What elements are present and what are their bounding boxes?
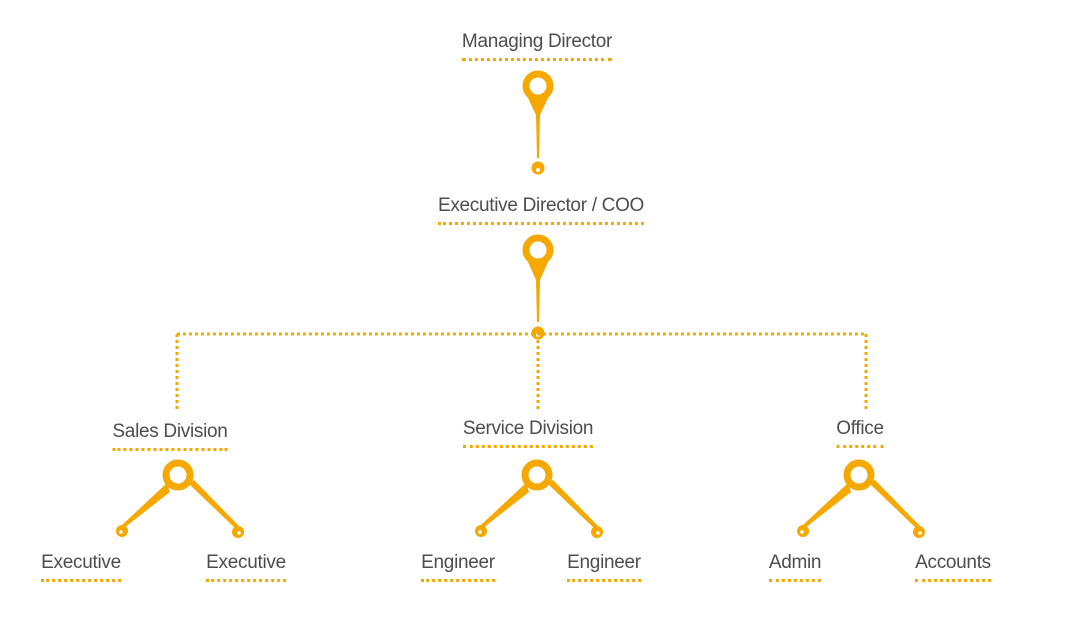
- node-service-division: Service Division: [462, 418, 593, 448]
- node-engineer-1: Engineer: [421, 552, 495, 582]
- node-executive-director-coo: Executive Director / COO: [437, 195, 644, 225]
- connector-lines: [175, 332, 868, 410]
- node-sales-executive-1: Executive: [41, 552, 121, 582]
- node-office: Office: [836, 418, 884, 448]
- node-accounts: Accounts: [915, 552, 991, 582]
- node-sales-executive-2: Executive: [206, 552, 286, 582]
- node-managing-director: Managing Director: [461, 31, 612, 61]
- node-engineer-2: Engineer: [567, 552, 641, 582]
- branch-icon: [797, 459, 925, 538]
- pin-icon: [522, 234, 554, 340]
- node-sales-division: Sales Division: [112, 421, 228, 451]
- node-admin: Admin: [768, 552, 821, 582]
- branch-icon: [116, 459, 244, 538]
- branch-icon: [475, 459, 603, 538]
- pin-icon: [522, 70, 554, 175]
